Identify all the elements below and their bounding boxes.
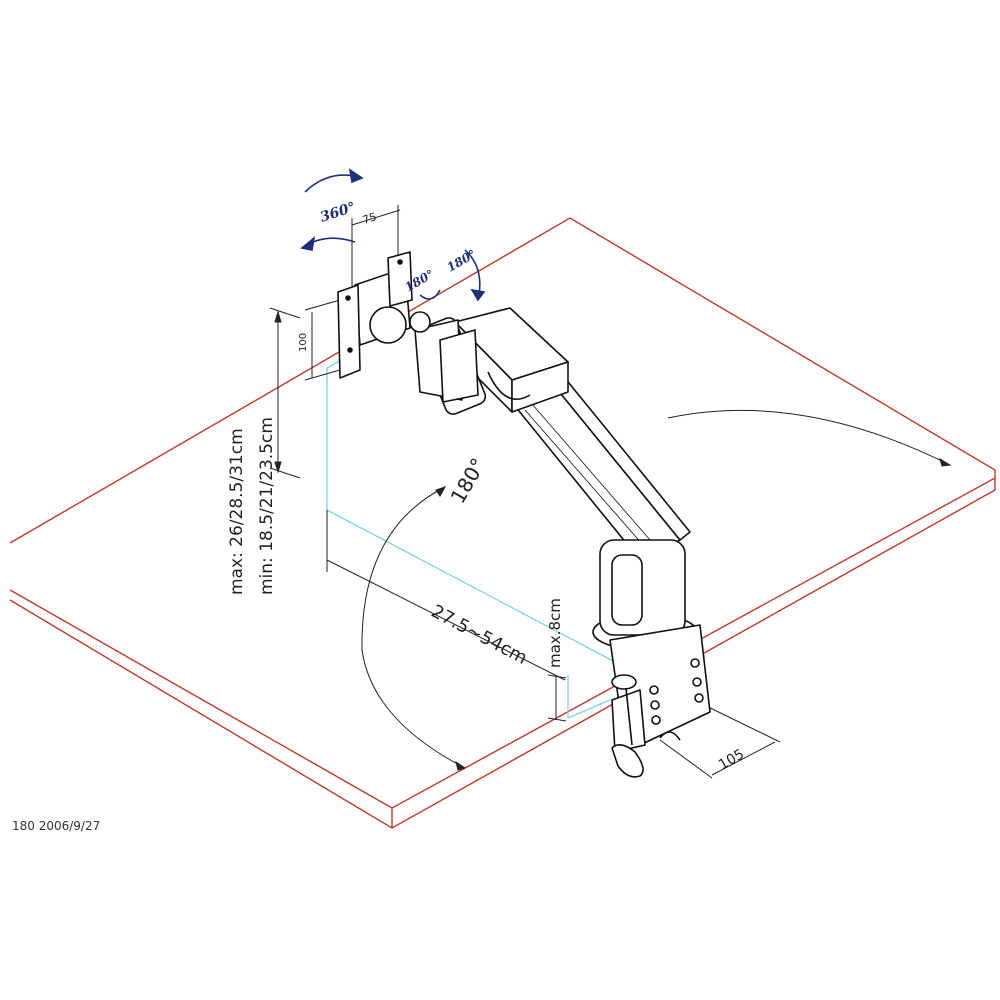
- clamp-depth-label: 105: [716, 746, 747, 773]
- vesa-width-label: 75: [361, 210, 378, 227]
- dimension-lines: [269, 205, 781, 779]
- vesa-height-label: 100: [298, 333, 309, 352]
- desk-thickness-label: max.8cm: [546, 598, 564, 668]
- dimension-guides: [326, 357, 616, 719]
- reach-range-label: 27.5~54cm: [428, 601, 531, 669]
- height-range-min-label: min: 18.5/21/23.5cm: [257, 417, 277, 595]
- angle-arrows: [300, 168, 486, 302]
- pan-angle-label: 180°: [446, 454, 491, 508]
- desk-outline: [9, 217, 996, 829]
- tilt-angle-right-label: 180°: [445, 247, 479, 275]
- height-range-label: max: 26/28.5/31cm: [227, 428, 247, 595]
- swing-arcs: [361, 409, 952, 771]
- drawing-footer: 180 2006/9/27: [12, 819, 101, 833]
- monitor-arm: [337, 251, 711, 778]
